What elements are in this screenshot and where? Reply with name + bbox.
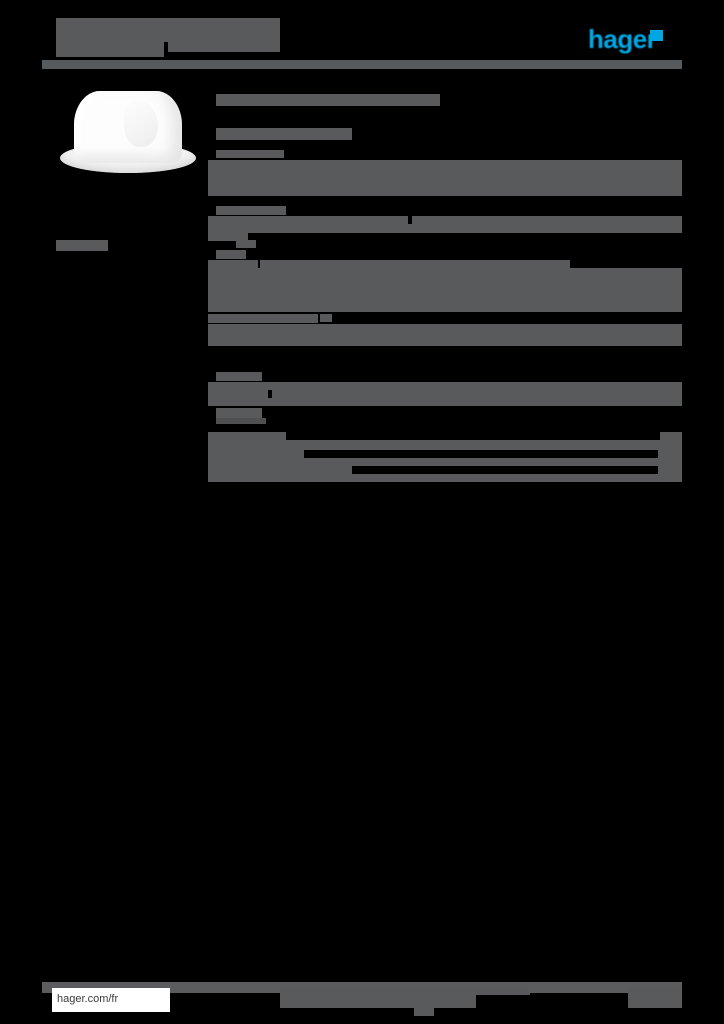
page-header: hager xyxy=(0,0,724,80)
table-row xyxy=(208,474,682,482)
page-subtitle xyxy=(168,40,280,52)
hager-logo-text: hager xyxy=(588,24,657,54)
table-row xyxy=(260,260,570,268)
section-heading xyxy=(216,128,352,140)
table-row xyxy=(216,372,262,381)
table-row xyxy=(208,398,682,406)
footer-note-tail xyxy=(414,1004,434,1016)
intro-heading xyxy=(216,94,440,106)
table-row xyxy=(208,382,682,390)
header-divider xyxy=(42,60,682,69)
table-row xyxy=(412,216,682,224)
table-row xyxy=(208,224,682,233)
page-title-line-2 xyxy=(56,42,164,57)
hager-logo-mark xyxy=(650,30,663,41)
table-row xyxy=(208,324,682,346)
footer-note xyxy=(280,986,476,1008)
hager-logo[interactable]: hager xyxy=(588,24,674,54)
product-caption xyxy=(56,240,108,251)
table-row xyxy=(208,432,286,440)
table-row xyxy=(216,408,262,420)
table-row xyxy=(208,278,682,312)
table-row xyxy=(208,268,682,278)
table-row xyxy=(216,418,266,424)
table-row xyxy=(216,206,286,215)
table-row xyxy=(658,450,682,458)
table-row xyxy=(236,240,256,248)
page-title xyxy=(56,18,280,42)
product-image xyxy=(56,85,198,185)
table-row xyxy=(216,250,246,259)
table-row xyxy=(208,466,352,474)
table-row xyxy=(660,432,682,440)
table-row xyxy=(208,160,682,196)
footer-url-text: hager.com/fr xyxy=(57,993,119,1005)
table-row xyxy=(208,233,248,241)
table-row xyxy=(208,260,258,268)
table-row xyxy=(658,466,682,474)
footer-url-link[interactable]: hager.com/fr xyxy=(52,988,170,1012)
table-row xyxy=(208,450,304,458)
table-row xyxy=(226,314,318,323)
table-row xyxy=(272,390,682,398)
table-row xyxy=(208,216,408,224)
table-row xyxy=(216,150,284,158)
content-column xyxy=(208,88,682,488)
table-row xyxy=(208,440,682,450)
footer-page-number xyxy=(628,986,682,1008)
product-highlight xyxy=(124,101,158,147)
table-row xyxy=(208,390,268,398)
table-row xyxy=(208,458,682,466)
table-row xyxy=(320,314,332,322)
